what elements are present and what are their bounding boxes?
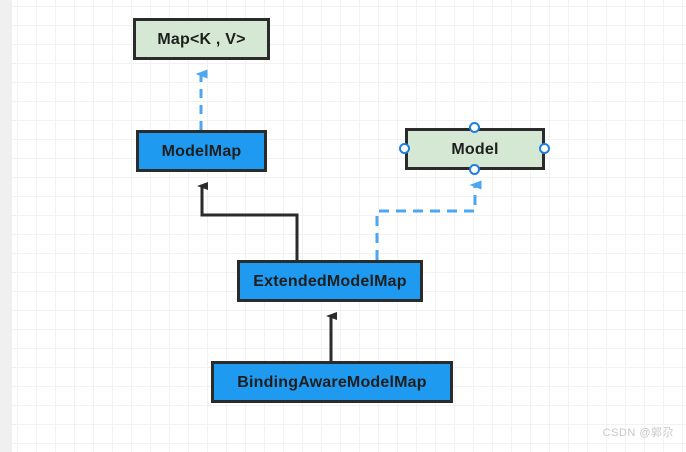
selection-handle-bottom[interactable] xyxy=(469,164,480,175)
node-modelmap-label: ModelMap xyxy=(161,142,242,160)
node-bindingawaremodelmap-label: BindingAwareModelMap xyxy=(237,373,427,391)
node-model-label: Model xyxy=(451,140,499,158)
canvas-left-gutter xyxy=(0,0,12,452)
selection-handle-left[interactable] xyxy=(399,143,410,154)
node-bindingawaremodelmap[interactable]: BindingAwareModelMap xyxy=(211,361,453,403)
watermark: CSDN @郭尕 xyxy=(602,427,674,439)
node-map[interactable]: Map<K , V> xyxy=(133,18,270,60)
node-extendedmodelmap-label: ExtendedModelMap xyxy=(253,272,407,290)
selection-handle-right[interactable] xyxy=(539,143,550,154)
selection-handle-top[interactable] xyxy=(469,122,480,133)
canvas-grid xyxy=(12,0,686,452)
node-extendedmodelmap[interactable]: ExtendedModelMap xyxy=(237,260,423,302)
node-modelmap[interactable]: ModelMap xyxy=(136,130,267,172)
node-map-label: Map<K , V> xyxy=(157,30,246,48)
